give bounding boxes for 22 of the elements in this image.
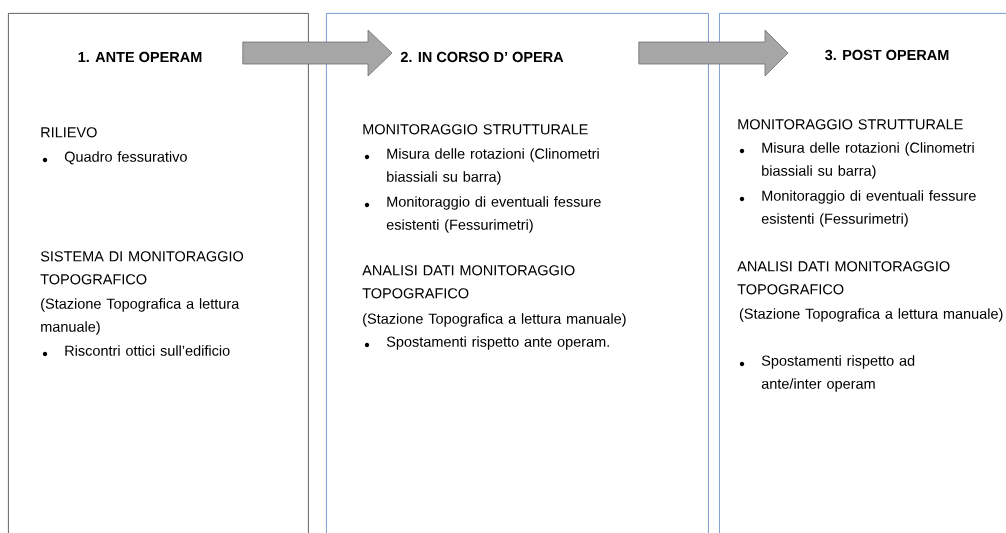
- bullet-item: Quadro fessurativo: [42, 151, 187, 165]
- bullet-item: Monitoraggio di eventuali fessure esistenti (Fessurimetri): [739, 190, 976, 227]
- bullet-item: Misura delle rotazioni (Clinometri biassiali su barra): [739, 142, 974, 179]
- bullet-item: Riscontri ottici sull’edificio: [42, 345, 230, 357]
- section-text: (Stazione Topografica a lettura manuale): [41, 298, 240, 335]
- bullet-item: Monitoraggio di eventuali fessure esistenti (Fessurimetri): [364, 196, 601, 233]
- section-text: ANALISI DATI MONITORAGGIO TOPOGRAFICO: [362, 265, 575, 299]
- section-text: MONITORAGGIO STRUTTURALE: [738, 119, 963, 130]
- section-text: RILIEVO: [41, 127, 97, 138]
- section-text: SISTEMA DI MONITORAGGIO TOPOGRAFICO: [40, 251, 244, 285]
- block-arrow: [242, 29, 393, 77]
- section-text: MONITORAGGIO STRUTTURALE: [363, 124, 588, 135]
- bullet-item: Misura delle rotazioni (Clinometri biassiali su barra): [364, 148, 599, 185]
- bullet-item: Spostamenti rispetto ad ante/inter operam: [739, 355, 915, 392]
- block-arrow: [638, 29, 789, 77]
- column-heading: 2. IN CORSO D’ OPERA: [400, 51, 564, 63]
- column-heading: 1. ANTE OPERAM: [78, 51, 202, 63]
- section-text: ANALISI DATI MONITORAGGIO TOPOGRAFICO: [737, 261, 950, 295]
- note-text: (Stazione Topografica a lettura manuale): [739, 308, 1003, 322]
- column-heading: 3. POST OPERAM: [825, 49, 949, 61]
- bullet-item: Spostamenti rispetto ante operam.: [364, 336, 609, 350]
- section-text: (Stazione Topografica a lettura manuale): [363, 313, 626, 327]
